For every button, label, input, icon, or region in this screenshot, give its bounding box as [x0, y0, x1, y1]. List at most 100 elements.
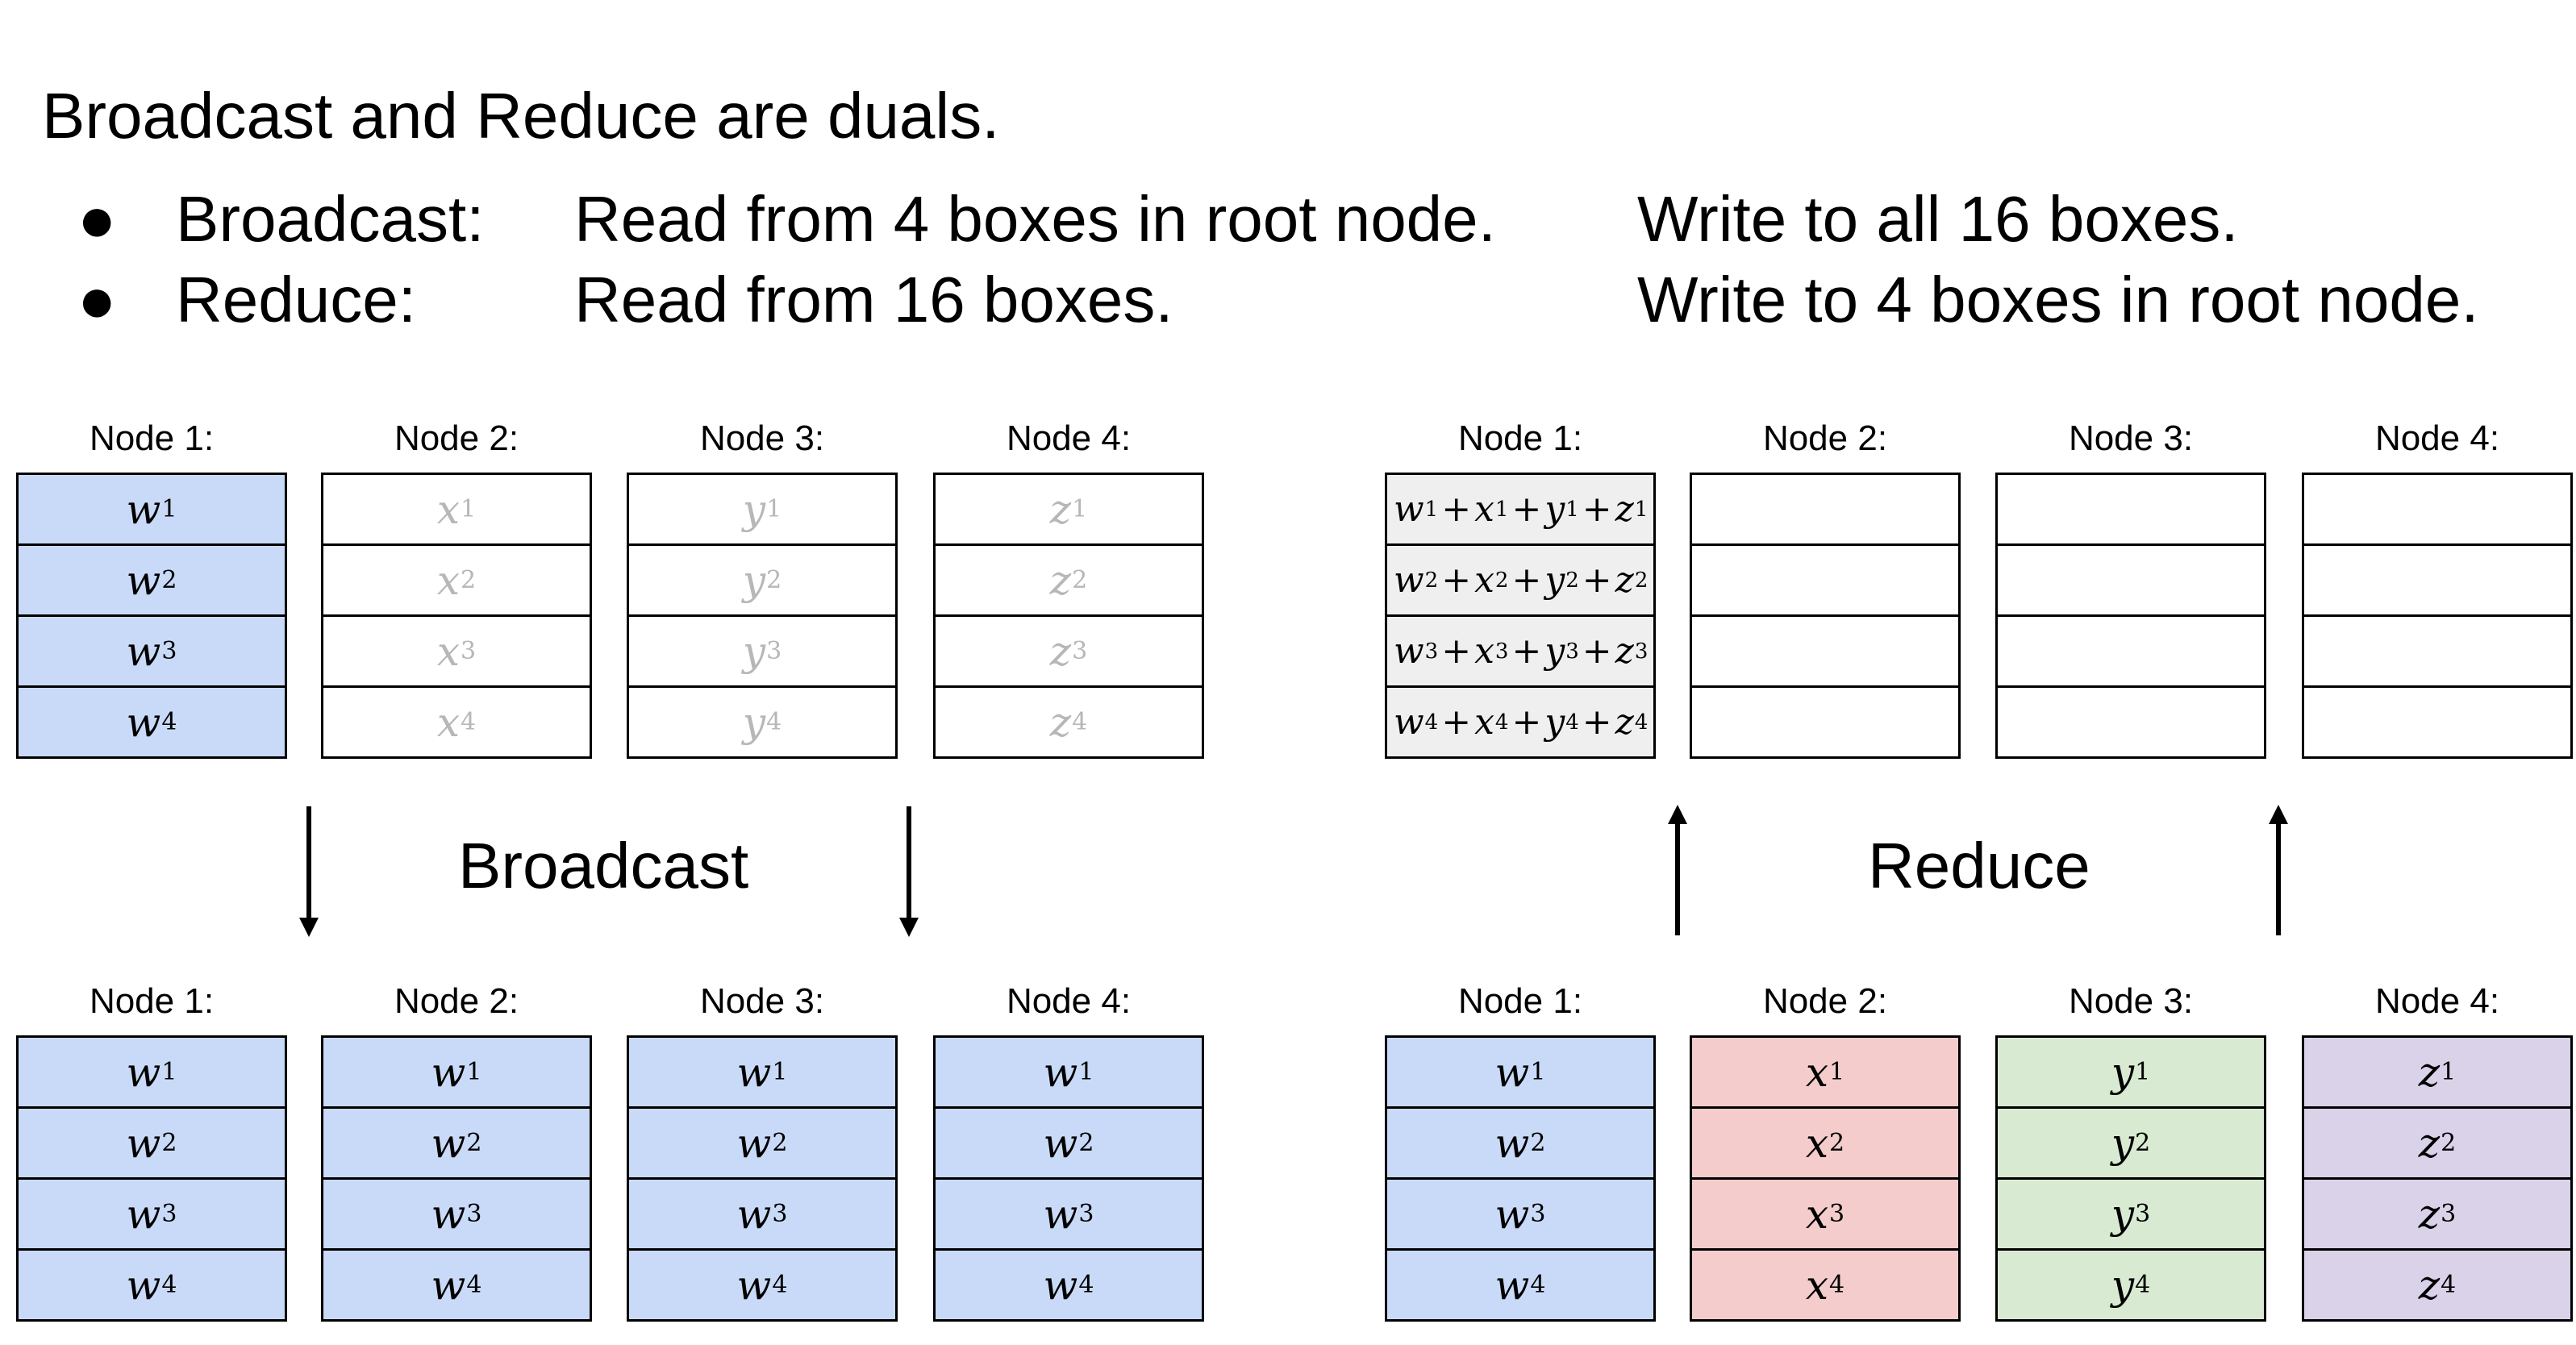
cell-subscript: 4	[2441, 1271, 2457, 1299]
sum-term-subscript: 4	[1634, 710, 1649, 735]
cell-var: x	[1805, 1119, 1829, 1167]
sum-term-subscript: 2	[1424, 568, 1439, 593]
bullet-label-broadcast: Broadcast:	[176, 183, 485, 255]
cell-var: w	[431, 1261, 466, 1309]
cell-var: w	[736, 1048, 772, 1096]
reduce-input-node-4-label: Node 4:	[2374, 981, 2500, 1021]
memory-box	[2302, 685, 2573, 759]
cell-subscript: 4	[461, 708, 477, 736]
bullet-reduce: ● Reduce: Read from 16 boxes. Write to 4…	[0, 268, 2576, 340]
memory-box	[1690, 685, 1961, 759]
cell-var: w	[1494, 1261, 1530, 1309]
cell-subscript: 1	[2135, 1058, 2151, 1086]
reduce-result-node-4-label: Node 4:	[2374, 418, 2500, 458]
reduce-result-node-3-label: Node 3:	[2068, 418, 2194, 458]
broadcast-after-node-4-label: Node 4:	[1006, 981, 1132, 1021]
cell-var: w	[126, 627, 161, 675]
cell-var: w	[431, 1119, 466, 1167]
cell-var: w	[126, 485, 161, 533]
cell-subscript: 2	[2441, 1129, 2457, 1157]
bullet-read-reduce: Read from 16 boxes.	[574, 264, 1173, 335]
cell-var: w	[1494, 1048, 1530, 1096]
cell-var: x	[436, 627, 461, 675]
sum-term-var: w	[1394, 560, 1424, 601]
cell-subscript: 1	[1072, 495, 1088, 523]
cell-subscript: 1	[161, 495, 177, 523]
sum-term-subscript: 3	[1565, 639, 1579, 664]
reduce-result-node-1-label: Node 1:	[1457, 418, 1583, 458]
cell-subscript: 2	[766, 566, 782, 594]
cell-subscript: 4	[161, 1271, 177, 1299]
plus-operator: +	[1441, 702, 1472, 743]
memory-box	[1690, 473, 1961, 546]
cell-var: w	[1494, 1190, 1530, 1238]
sum-term-subscript: 3	[1634, 639, 1649, 664]
cell-var: x	[436, 485, 461, 533]
cell-var: x	[436, 556, 461, 604]
reduce-input-node-2-label: Node 2:	[1762, 981, 1888, 1021]
broadcast-after-node-3-label: Node 3:	[699, 981, 825, 1021]
reduce-input-node-1-label: Node 1:	[1457, 981, 1583, 1021]
cell-subscript: 1	[461, 495, 477, 523]
sum-term-var: x	[1474, 560, 1494, 601]
cell-var: w	[126, 698, 161, 746]
broadcast-before-node-4-label: Node 4:	[1006, 418, 1132, 458]
cell-subscript: 3	[461, 637, 477, 665]
memory-box	[1690, 543, 1961, 617]
sum-term-subscript: 4	[1494, 710, 1509, 735]
cell-var: w	[431, 1190, 466, 1238]
plus-operator: +	[1511, 702, 1542, 743]
sum-term-var: y	[1544, 702, 1565, 743]
cell-var: y	[2111, 1048, 2135, 1096]
cell-var: w	[1043, 1190, 1078, 1238]
cell-var: z	[1049, 698, 1072, 746]
cell-var: w	[1043, 1048, 1078, 1096]
cell-subscript: 3	[466, 1200, 482, 1228]
cell-subscript: 1	[1829, 1058, 1845, 1086]
broadcast-before-node-1-label: Node 1:	[89, 418, 215, 458]
bullet-write-reduce: Write to 4 boxes in root node.	[1637, 264, 2479, 335]
reduce-label: Reduce	[1868, 830, 2090, 902]
cell-var: w	[126, 1261, 161, 1309]
cell-var: w	[736, 1119, 772, 1167]
sum-term-var: w	[1394, 702, 1424, 743]
sum-term-var: z	[1615, 560, 1634, 601]
cell-subscript: 2	[1078, 1129, 1094, 1157]
cell-var: y	[2111, 1261, 2135, 1309]
sum-term-subscript: 1	[1565, 497, 1579, 522]
cell-var: z	[2418, 1190, 2441, 1238]
sum-term-subscript: 3	[1494, 639, 1509, 664]
cell-subscript: 4	[1078, 1271, 1094, 1299]
cell-var: y	[742, 485, 766, 533]
cell-subscript: 4	[161, 708, 177, 736]
cell-subscript: 2	[1829, 1129, 1845, 1157]
cell-subscript: 4	[1829, 1271, 1845, 1299]
memory-box	[1995, 685, 2266, 759]
cell-subscript: 3	[1829, 1200, 1845, 1228]
broadcast-before-node-3-label: Node 3:	[699, 418, 825, 458]
sum-term-var: x	[1474, 702, 1494, 743]
cell-var: w	[126, 556, 161, 604]
cell-var: w	[736, 1261, 772, 1309]
cell-subscript: 1	[161, 1058, 177, 1086]
